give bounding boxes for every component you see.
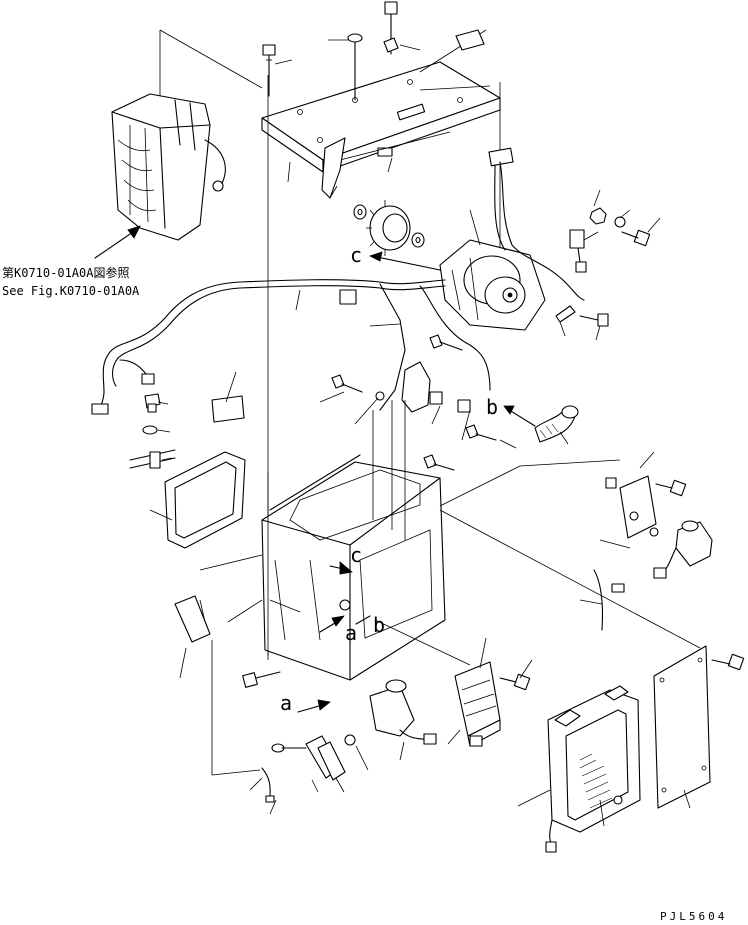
washer-right xyxy=(411,232,425,248)
ac-unit-reference xyxy=(111,93,226,241)
link-plate xyxy=(305,735,346,781)
wiring-harness xyxy=(91,279,491,415)
arrow-c-upper xyxy=(368,251,441,271)
reference-arrow xyxy=(94,225,141,259)
screw-lower xyxy=(271,743,307,753)
drawing-code: PJL5604 xyxy=(660,910,727,923)
main-case xyxy=(261,400,446,681)
bracket-small xyxy=(555,305,576,323)
arrow-b-mid xyxy=(355,615,371,625)
pressure-sensor xyxy=(144,393,161,413)
view-label-c-upper: c xyxy=(350,243,362,267)
reference-text-japanese: 第K0710-01A0A図参照 xyxy=(2,265,129,280)
bolt-right-valve xyxy=(655,479,687,497)
view-label-a-lower: a xyxy=(280,691,292,715)
top-mounting-plate xyxy=(261,61,501,173)
o-ring xyxy=(142,425,158,435)
clip-top xyxy=(383,37,399,53)
bolt-panel-right xyxy=(711,653,745,671)
blower-motor xyxy=(439,239,546,331)
duct-hose xyxy=(534,405,579,443)
view-label-c-lower: c xyxy=(350,543,362,567)
bolt-lower-left xyxy=(242,671,281,688)
arrow-b-upper xyxy=(503,405,536,427)
view-label-b-upper: b xyxy=(486,395,498,419)
bolt-top-center xyxy=(384,1,398,55)
arrow-c-lower xyxy=(329,561,353,575)
controller-module xyxy=(454,661,501,747)
hose-small xyxy=(593,569,625,631)
bolt-top-left xyxy=(262,44,276,97)
air-filter xyxy=(149,451,246,549)
blower-case-bracket xyxy=(375,361,471,413)
arrow-a-mid xyxy=(319,615,345,633)
water-valve xyxy=(653,520,713,579)
bolt-mid-4 xyxy=(423,454,455,471)
valve-bracket xyxy=(605,475,657,539)
tag-label xyxy=(455,29,485,51)
bolt-mid-2 xyxy=(331,374,363,393)
view-label-a-mid: a xyxy=(345,621,357,645)
bolt-right-upper xyxy=(621,229,651,247)
bolt-right-mid xyxy=(579,313,609,327)
view-label-b-mid: b xyxy=(373,613,385,637)
screw-top xyxy=(347,33,363,101)
actuator-motor xyxy=(369,679,437,745)
sensor-wire xyxy=(261,767,275,803)
pipe-fitting xyxy=(129,449,176,469)
heater-core xyxy=(545,685,641,853)
clip-right xyxy=(649,527,659,537)
nut-right xyxy=(589,207,626,228)
bolt-mid-1 xyxy=(429,334,463,351)
side-panel-left xyxy=(174,595,261,776)
bolt-controller xyxy=(499,673,531,691)
bolt-mid-3 xyxy=(465,424,497,441)
label-plate xyxy=(211,371,245,423)
relay xyxy=(569,229,587,273)
wiring-connector-top xyxy=(488,147,585,301)
reference-text-english: See Fig.K0710-01A0A xyxy=(2,284,140,298)
cover-panel-right xyxy=(653,645,711,809)
bracket-upper xyxy=(321,137,346,199)
gear-wheel xyxy=(366,200,411,256)
washer-left xyxy=(353,204,367,220)
washer-lower xyxy=(344,734,356,746)
arrow-a-lower xyxy=(297,699,331,713)
